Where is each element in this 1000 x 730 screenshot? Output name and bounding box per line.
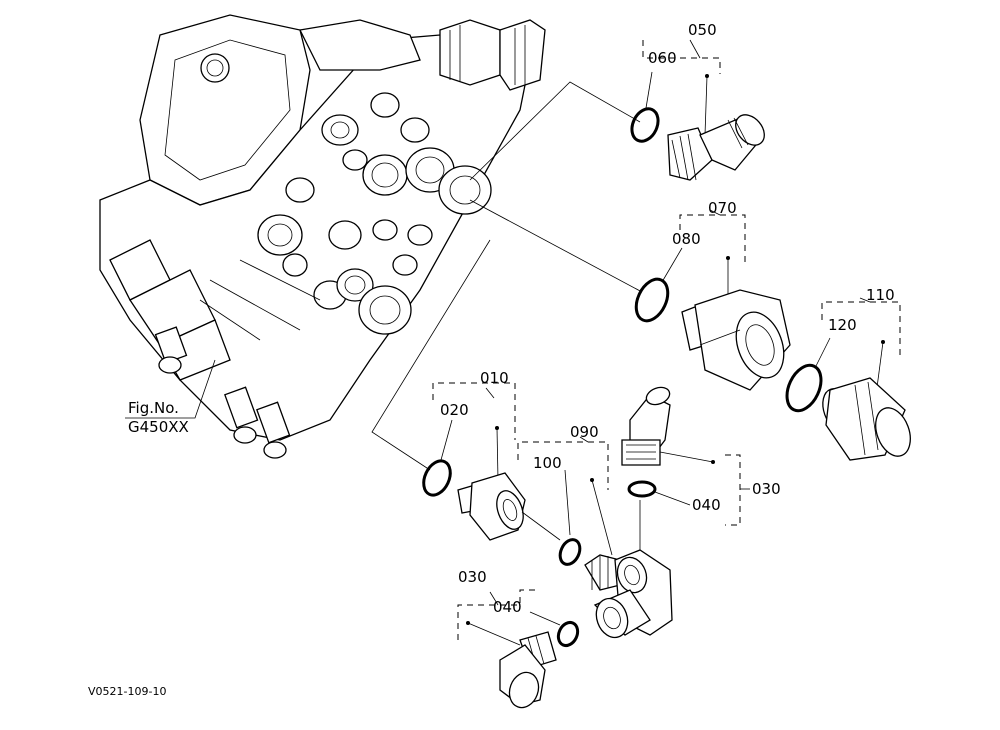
callout-020: 020 [440, 401, 469, 419]
callout-120: 120 [828, 316, 857, 334]
callout-050: 050 [688, 21, 717, 39]
part-group-010 [422, 382, 561, 541]
callout-010: 010 [480, 369, 509, 387]
o-ring-120 [785, 363, 823, 413]
part-group-110 [785, 297, 911, 461]
callout-090: 090 [570, 423, 599, 441]
part-group-070 [634, 209, 791, 391]
fig-label-line1: Fig.No. [128, 399, 179, 417]
leader-lines [371, 81, 643, 471]
part-group-030-bottom [457, 589, 580, 709]
callout-100: 100 [533, 454, 562, 472]
tee-block [593, 500, 673, 639]
fig-label-line2: G450XX [128, 418, 189, 436]
o-ring-040-bottom [556, 620, 580, 648]
callout-080: 080 [672, 230, 701, 248]
o-ring-060 [630, 107, 660, 143]
control-valve-body [99, 14, 546, 459]
callout-060: 060 [648, 49, 677, 67]
part-group-030-right [621, 386, 750, 526]
callout-030-right: 030 [752, 480, 781, 498]
callout-070: 070 [708, 199, 737, 217]
callout-labels: 050 060 070 080 110 120 010 020 090 100 … [440, 21, 895, 616]
part-group-050 [630, 39, 765, 181]
figure-reference: Fig.No. G450XX [125, 359, 216, 436]
callout-040-bottom: 040 [493, 598, 522, 616]
callout-110: 110 [866, 286, 895, 304]
o-ring-020 [422, 459, 452, 497]
callout-040-right: 040 [692, 496, 721, 514]
drawing-id: V0521-109-10 [88, 685, 166, 698]
o-ring-100 [558, 538, 582, 566]
callout-030-bottom: 030 [458, 568, 487, 586]
o-ring-080 [634, 277, 670, 323]
o-ring-040-right [627, 480, 657, 498]
